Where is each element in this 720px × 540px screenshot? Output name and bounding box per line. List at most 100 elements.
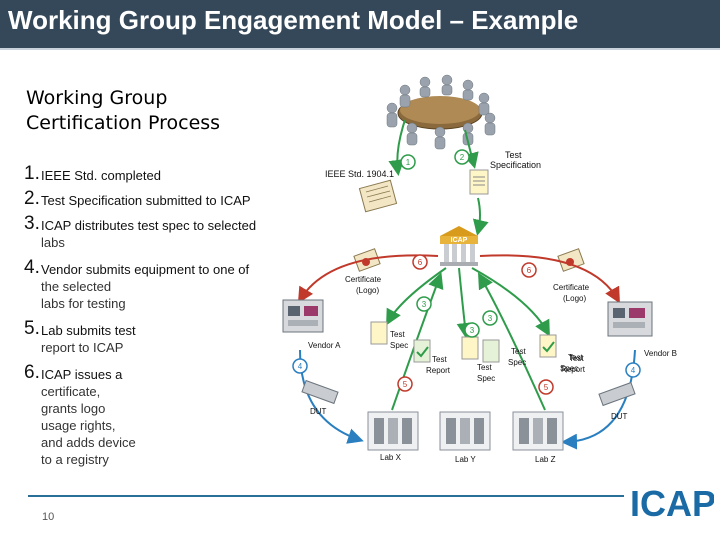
badge-5-left	[397, 376, 413, 392]
badge-6-right-text: 6	[527, 266, 532, 275]
arrow-5-left	[391, 272, 444, 411]
arrow-5-right	[478, 272, 546, 411]
badge-4-left	[292, 358, 308, 374]
badge-1-text: 1	[406, 158, 411, 167]
badge-2	[454, 149, 470, 165]
subtitle: Working Group Certification Process	[26, 86, 266, 136]
badge-3-mid-text: 3	[470, 326, 475, 335]
lab-y-label: Lab Y	[455, 455, 476, 464]
step-badges: 1 2 3 3 3 4 4 5 5 6 6	[292, 149, 641, 395]
ieee-std-label: IEEE Std. 1904.1	[325, 169, 394, 179]
badge-6-left	[412, 254, 428, 270]
vendor-a-equipment-icon	[282, 299, 324, 333]
step-number: 5.	[24, 318, 40, 339]
step-text: IEEE Std. completed	[41, 168, 161, 183]
badge-3-right	[482, 310, 498, 326]
title-divider	[0, 48, 720, 50]
step-2: 2. Test Specification submitted to ICAP	[24, 188, 279, 209]
test-spec-label: Test Specification	[490, 150, 541, 170]
lab-x-icon	[367, 411, 419, 451]
subtitle-line-1: Working Group	[26, 87, 168, 109]
badge-5-right-text: 5	[544, 383, 549, 392]
badge-3-mid	[464, 322, 480, 338]
footer-divider	[28, 495, 624, 497]
arrow-3-right	[471, 267, 550, 337]
arrow-3-left	[386, 267, 447, 326]
badge-3-left-text: 3	[422, 300, 427, 309]
icap-logo-text: ICAP	[630, 483, 714, 524]
test-spec-right-icon	[539, 334, 557, 358]
badge-6-right	[521, 262, 537, 278]
arrow-2a	[463, 129, 479, 169]
vendor-b-equipment-icon	[607, 301, 653, 337]
dut-left-icon	[301, 379, 339, 405]
arrow-1	[388, 119, 406, 176]
steps-list: 1. IEEE Std. completed 2. Test Specifica…	[24, 163, 279, 472]
step-number: 3.	[24, 213, 40, 234]
certificate-right-label: Certificate (Logo)	[553, 283, 591, 303]
badge-1	[400, 154, 416, 170]
test-spec-document-icon	[469, 169, 489, 195]
badge-5-right	[538, 379, 554, 395]
step-text: Test Specification submitted to ICAP	[41, 193, 251, 208]
step-number: 1.	[24, 163, 40, 184]
badge-2-text: 2	[460, 153, 465, 162]
step-4: 4. Vendor submits equipment to one of th…	[24, 257, 279, 312]
step-text: Vendor submits equipment to one of	[41, 262, 250, 277]
badge-4-left-text: 4	[298, 362, 303, 371]
icap-label: ICAP	[451, 237, 468, 244]
step-text-cont: report to ICAP	[41, 340, 124, 355]
subtitle-line-2: Certification Process	[26, 112, 221, 134]
test-report-left-icon	[413, 339, 431, 363]
step-text-cont: certificate,	[41, 384, 101, 399]
lab-x-label: Lab X	[380, 453, 402, 462]
step-text: ICAP issues a	[41, 367, 123, 382]
icap-logo: ICAP	[630, 483, 714, 524]
icap-building-icon	[440, 226, 478, 266]
arrow-3-mid	[456, 267, 473, 339]
step-text-cont: grants logo	[41, 401, 106, 416]
arrow-6-left	[297, 254, 439, 304]
dut-right-icon	[598, 381, 636, 407]
arrow-2b	[472, 197, 489, 236]
step-number: 4.	[24, 257, 40, 278]
test-report-mid-icon	[482, 339, 500, 363]
step-6: 6. ICAP issues a certificate, grants log…	[24, 362, 279, 468]
step-3: 3. ICAP distributes test spec to selecte…	[24, 213, 279, 251]
step-text: ICAP distributes test spec to selected	[41, 218, 257, 233]
vendor-a-label: Vendor A	[308, 341, 341, 350]
vendor-b-label: Vendor B	[644, 349, 677, 358]
badge-4-right-text: 4	[631, 366, 636, 375]
test-spec-mid-icon	[461, 336, 479, 360]
step-text-cont: labs for testing	[41, 296, 126, 311]
badge-6-left-text: 6	[418, 258, 423, 267]
step-5: 5. Lab submits test report to ICAP	[24, 318, 279, 356]
page-title: Working Group Engagement Model – Example	[8, 5, 579, 35]
step-text: Lab submits test	[41, 323, 136, 338]
step-text-cont: the selected	[41, 279, 112, 294]
title-bar: Working Group Engagement Model – Example	[0, 0, 720, 48]
badge-3-right-text: 3	[488, 314, 493, 323]
arrow-6-right	[479, 254, 620, 304]
lab-y-icon	[439, 411, 491, 451]
badge-4-right	[625, 362, 641, 378]
certificate-left-label: Certificate (Logo)	[345, 275, 383, 295]
step-text-cont: labs	[41, 235, 65, 250]
dut-left-label: DUT	[310, 407, 327, 416]
working-group-meeting-icon	[386, 74, 496, 150]
lab-z-icon	[512, 411, 564, 451]
test-spec-left-icon	[370, 321, 388, 345]
step-text-cont: and adds device	[41, 435, 136, 450]
step-1: 1. IEEE Std. completed	[24, 163, 279, 184]
standard-scroll-icon	[358, 179, 398, 213]
badge-3-left	[416, 296, 432, 312]
badge-5-left-text: 5	[403, 380, 408, 389]
certificate-right-icon	[557, 248, 585, 272]
